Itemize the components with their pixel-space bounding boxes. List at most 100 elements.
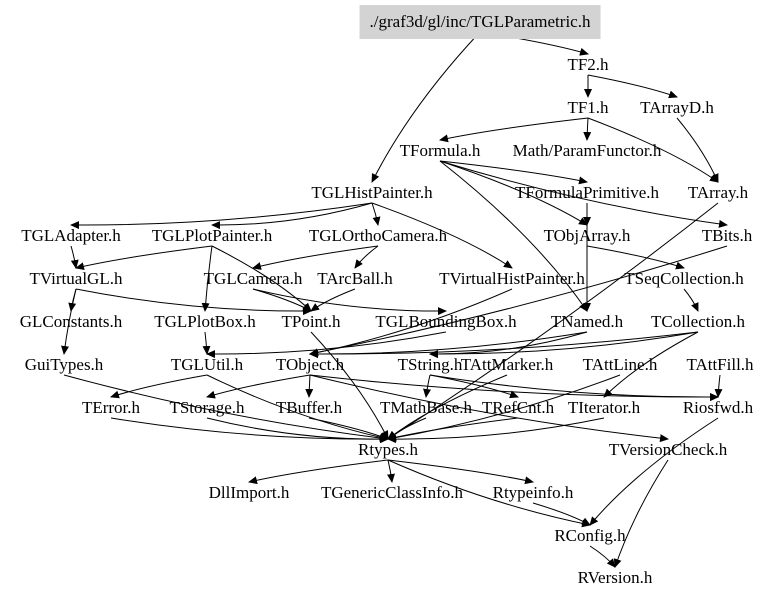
edge-arrow — [206, 417, 389, 444]
edge-arrow — [371, 202, 513, 269]
node-tvirtualgl-h[interactable]: TVirtualGL.h — [29, 269, 123, 288]
node-tf2-h[interactable]: TF2.h — [567, 55, 609, 74]
edge-arrow — [61, 288, 77, 355]
node-tattline-h[interactable]: TAttLine.h — [582, 355, 658, 374]
node-math-paramfunctor-h[interactable]: Math/ParamFunctor.h — [512, 141, 662, 160]
node-rtypeinfo-h[interactable]: Rtypeinfo.h — [492, 483, 574, 502]
edge-arrow — [587, 74, 678, 99]
edge-arrow — [211, 202, 373, 230]
node-tcollection-h[interactable]: TCollection.h — [651, 312, 745, 331]
node-tmathbase-h[interactable]: TMathBase.h — [379, 398, 473, 417]
edge-arrow — [439, 160, 588, 226]
edge-arrow — [589, 417, 719, 526]
edge-arrow — [305, 374, 314, 398]
edge-arrow — [429, 374, 719, 402]
edge-arrow — [371, 202, 381, 226]
node-tnamed-h[interactable]: TNamed.h — [550, 312, 624, 331]
node-trefcnt-h[interactable]: TRefCnt.h — [481, 398, 555, 417]
node-tarcball-h[interactable]: TArcBall.h — [317, 269, 393, 288]
node-titerator-h[interactable]: TIterator.h — [567, 398, 641, 417]
node-tbits-h[interactable]: TBits.h — [701, 226, 753, 245]
edge-arrow — [75, 288, 312, 316]
edge-arrow — [70, 245, 79, 269]
node-guitypes-h[interactable]: GuiTypes.h — [24, 355, 104, 374]
edge-arrow — [613, 459, 669, 568]
edge-arrow — [248, 459, 389, 485]
edge-arrow — [532, 502, 591, 526]
edge-arrow — [201, 245, 213, 312]
edge-arrow — [354, 245, 379, 269]
node-tarray-h[interactable]: TArray.h — [687, 183, 749, 202]
edge-arrow — [683, 288, 699, 312]
edge-arrow — [252, 288, 447, 316]
edge-arrow — [583, 117, 592, 141]
node-tarrayd-h[interactable]: TArrayD.h — [640, 98, 714, 117]
node-tgladapter-h[interactable]: TGLAdapter.h — [21, 226, 121, 245]
node-tglplotpainter-h[interactable]: TGLPlotPainter.h — [151, 226, 273, 245]
edge-arrow — [387, 459, 395, 483]
edge-arrow — [387, 459, 534, 485]
node-tattfill-h[interactable]: TAttFill.h — [686, 355, 754, 374]
edge-arrow — [70, 202, 373, 230]
edge-arrow — [202, 331, 211, 355]
edge-arrow — [429, 331, 588, 359]
edge-arrow — [714, 374, 723, 398]
edge-arrow — [206, 374, 389, 442]
edge-arrow — [586, 245, 685, 270]
edge-arrow — [63, 374, 389, 442]
node-tglhistpainter-h[interactable]: TGLHistPainter.h — [311, 183, 433, 202]
edge-arrow — [310, 288, 356, 312]
edge-arrow — [423, 374, 431, 398]
edge-arrow — [429, 331, 699, 359]
edge-arrow — [589, 545, 616, 568]
node-tstring-h[interactable]: TString.h — [397, 355, 463, 374]
node-tglutil-h[interactable]: TGLUtil.h — [170, 355, 244, 374]
node-tpoint-h[interactable]: TPoint.h — [281, 312, 341, 331]
edge-arrow — [439, 160, 728, 228]
edge-arrow — [309, 331, 699, 359]
node-tglcamera-h[interactable]: TGLCamera.h — [203, 269, 303, 288]
edge-arrow — [206, 374, 311, 399]
edge-arrow — [308, 417, 389, 440]
node-tobjarray-h[interactable]: TObjArray.h — [543, 226, 631, 245]
node-riosfwd-h[interactable]: Riosfwd.h — [682, 398, 754, 417]
node-tglboundingbox-h[interactable]: TGLBoundingBox.h — [375, 312, 517, 331]
node-tseqcollection-h[interactable]: TSeqCollection.h — [624, 269, 744, 288]
edge-arrow — [439, 160, 588, 185]
edge-arrow — [387, 417, 605, 444]
node-tglorthocamera-h[interactable]: TGLOrthoCamera.h — [308, 226, 448, 245]
edge-arrow — [439, 117, 589, 143]
node-glconstants-h[interactable]: GLConstants.h — [19, 312, 123, 331]
edge-arrow — [587, 117, 719, 183]
node-rversion-h[interactable]: RVersion.h — [577, 568, 653, 587]
edge-arrow — [75, 245, 213, 271]
node-tf1-h[interactable]: TF1.h — [567, 98, 609, 117]
node-terror-h[interactable]: TError.h — [81, 398, 141, 417]
node-rtypes-h[interactable]: Rtypes.h — [358, 440, 418, 459]
node-tversioncheck-h[interactable]: TVersionCheck.h — [608, 440, 728, 459]
node-tformulaprimitive-h[interactable]: TFormulaPrimitive.h — [514, 183, 660, 202]
node-dllimport-h[interactable]: DllImport.h — [208, 483, 290, 502]
edge-arrow — [310, 331, 389, 440]
edge-arrow — [387, 374, 621, 442]
node-tglplotbox-h[interactable]: TGLPlotBox.h — [154, 312, 256, 331]
node-tstorage-h[interactable]: TStorage.h — [169, 398, 245, 417]
edge-arrow — [603, 331, 699, 398]
node-tgenericclassinfo-h[interactable]: TGenericClassInfo.h — [320, 483, 464, 502]
node-tattmarker-h[interactable]: TAttMarker.h — [460, 355, 554, 374]
node-rconfig-h[interactable]: RConfig.h — [554, 526, 626, 545]
edge-arrow — [387, 459, 591, 528]
edge-arrow — [676, 117, 719, 183]
node-tobject-h[interactable]: TObject.h — [275, 355, 345, 374]
node-tbuffer-h[interactable]: TBuffer.h — [275, 398, 343, 417]
node-tformula-h[interactable]: TFormula.h — [399, 141, 481, 160]
edge-arrow — [439, 160, 588, 312]
root-node[interactable]: ./graf3d/gl/inc/TGLParametric.h — [359, 5, 601, 39]
edge-arrow — [110, 374, 208, 399]
edge-arrow — [252, 288, 312, 312]
edge-arrow — [429, 374, 519, 399]
edge-arrow — [252, 245, 379, 270]
node-tvirtualhistpainter-h[interactable]: TVirtualHistPainter.h — [439, 269, 585, 288]
